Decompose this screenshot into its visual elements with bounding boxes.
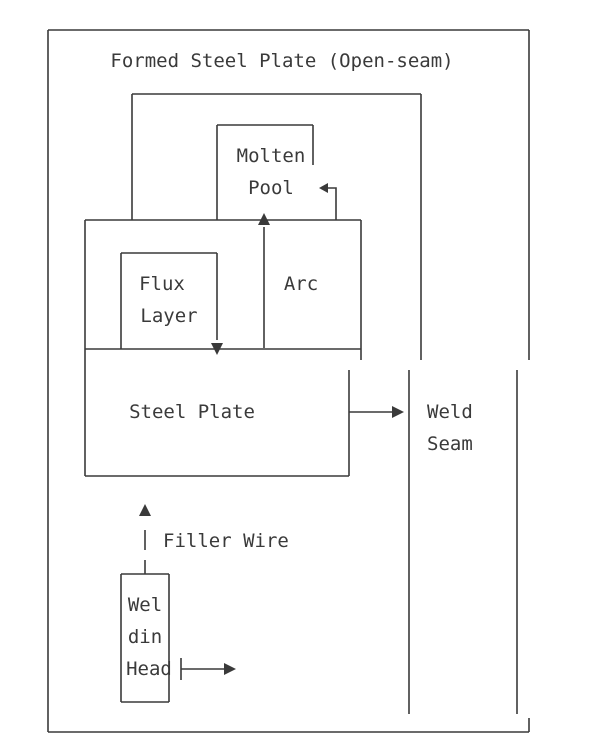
molten-pool-label-line-1: Molten: [237, 145, 306, 167]
weld-seam-label-line-1: Weld: [427, 401, 473, 423]
steel-plate-label: Steel Plate: [129, 401, 255, 423]
molten-pool-return-arrow: [319, 183, 337, 220]
molten-pool-label-line-2: Pool: [248, 177, 294, 199]
steel-plate-to-weld-seam-arrow: [349, 406, 404, 418]
filler-wire-label: Filler Wire: [163, 530, 289, 552]
arc-up-arrow-head: [258, 213, 270, 225]
flux-layer-label-line-1: Flux: [139, 273, 185, 295]
molten-pool-box: [216, 124, 314, 220]
formed-steel-plate-title: Formed Steel Plate (Open-seam): [110, 50, 453, 72]
flux-layer-label-line-2: Layer: [140, 305, 197, 327]
welding-head-label-line-3: Head: [126, 658, 172, 680]
welding-head-label-line-2: din: [128, 626, 162, 648]
flux-down-arrow-head: [211, 343, 223, 355]
filler-wire-up-arrow-head: [139, 504, 151, 516]
welding-head-output-arrow: [180, 658, 236, 680]
steel-plate-box: [85, 370, 350, 477]
weld-seam-label-line-2: Seam: [427, 433, 473, 455]
inner-frame: [131, 93, 422, 360]
arc-label: Arc: [284, 273, 318, 295]
flux-layer-box: [120, 252, 218, 349]
arc-region-frame: [84, 219, 362, 476]
formed-steel-plate-frame: [47, 29, 530, 733]
welding-head-box: [120, 560, 170, 703]
welding-head-label-line-1: Wel: [128, 594, 162, 616]
weld-seam-column: [408, 370, 518, 714]
